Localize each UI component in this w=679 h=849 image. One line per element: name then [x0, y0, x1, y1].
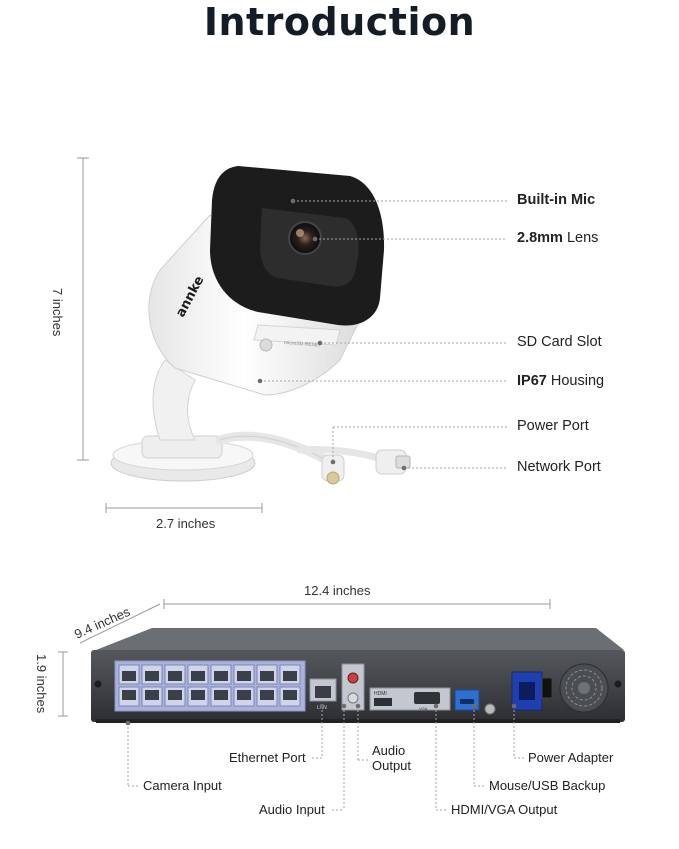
- camera-width-dimension: [105, 503, 263, 513]
- nvr-width-label: 12.4 inches: [304, 583, 371, 598]
- nvr-height-label: 1.9 inches: [34, 654, 49, 714]
- callout-lens: 2.8mm Lens: [517, 230, 599, 246]
- camera-lens: [288, 221, 322, 255]
- poe-port-socket: [191, 690, 205, 700]
- camera-height-label: 7 inches: [50, 288, 65, 337]
- poe-port-socket: [237, 671, 251, 681]
- poe-port-socket: [122, 690, 136, 700]
- nvr-rear-ports: LAN HDMI VGA: [94, 663, 622, 715]
- hdmi-port: [374, 698, 392, 706]
- poe-port-socket: [168, 671, 182, 681]
- callout-built-in-mic: Built-in Mic: [517, 192, 596, 208]
- poe-port-socket: [283, 671, 297, 681]
- audio-output-jack: [347, 692, 359, 704]
- callout-camera-input: Camera Input: [143, 778, 222, 793]
- poe-port-socket: [122, 671, 136, 681]
- svg-text:HDMI: HDMI: [374, 691, 387, 697]
- poe-ports: [118, 664, 301, 707]
- camera-width-label: 2.7 inches: [156, 516, 216, 531]
- callout-power-port: Power Port: [517, 418, 589, 434]
- callout-network-port: Network Port: [517, 459, 601, 475]
- poe-port-socket: [214, 671, 228, 681]
- bullet-camera: microSD RESET annke: [110, 166, 411, 485]
- poe-port-socket: [145, 671, 159, 681]
- audio-panel: [341, 663, 365, 711]
- poe-port-socket: [168, 690, 182, 700]
- poe-port-socket: [237, 690, 251, 700]
- callout-hdmi-vga-output: HDMI/VGA Output: [451, 802, 558, 817]
- camera-height-dimension: [77, 157, 89, 461]
- poe-port-socket: [260, 671, 274, 681]
- callout-audio-input: Audio Input: [259, 802, 325, 817]
- poe-port-socket: [260, 690, 274, 700]
- poe-port-socket: [145, 690, 159, 700]
- page-title: Introduction: [203, 0, 476, 44]
- callout-ethernet-port: Ethernet Port: [229, 750, 306, 765]
- power-switch: [541, 677, 553, 699]
- svg-text:VGA: VGA: [419, 706, 428, 711]
- camera-slot-text: microSD RESET: [284, 340, 322, 349]
- callout-power-adapter: Power Adapter: [528, 750, 614, 765]
- callout-sd-card-slot: SD Card Slot: [517, 334, 602, 350]
- callout-mouse-usb-backup: Mouse/USB Backup: [489, 778, 606, 793]
- poe-port-socket: [191, 671, 205, 681]
- audio-input-jack: [347, 672, 359, 684]
- vga-port: [414, 692, 440, 704]
- poe-port-socket: [214, 690, 228, 700]
- poe-port-socket: [283, 690, 297, 700]
- nvr-dimensions: [58, 599, 551, 717]
- callout-housing: IP67 Housing: [517, 373, 605, 389]
- callout-audio-output: Audio Output: [372, 743, 412, 773]
